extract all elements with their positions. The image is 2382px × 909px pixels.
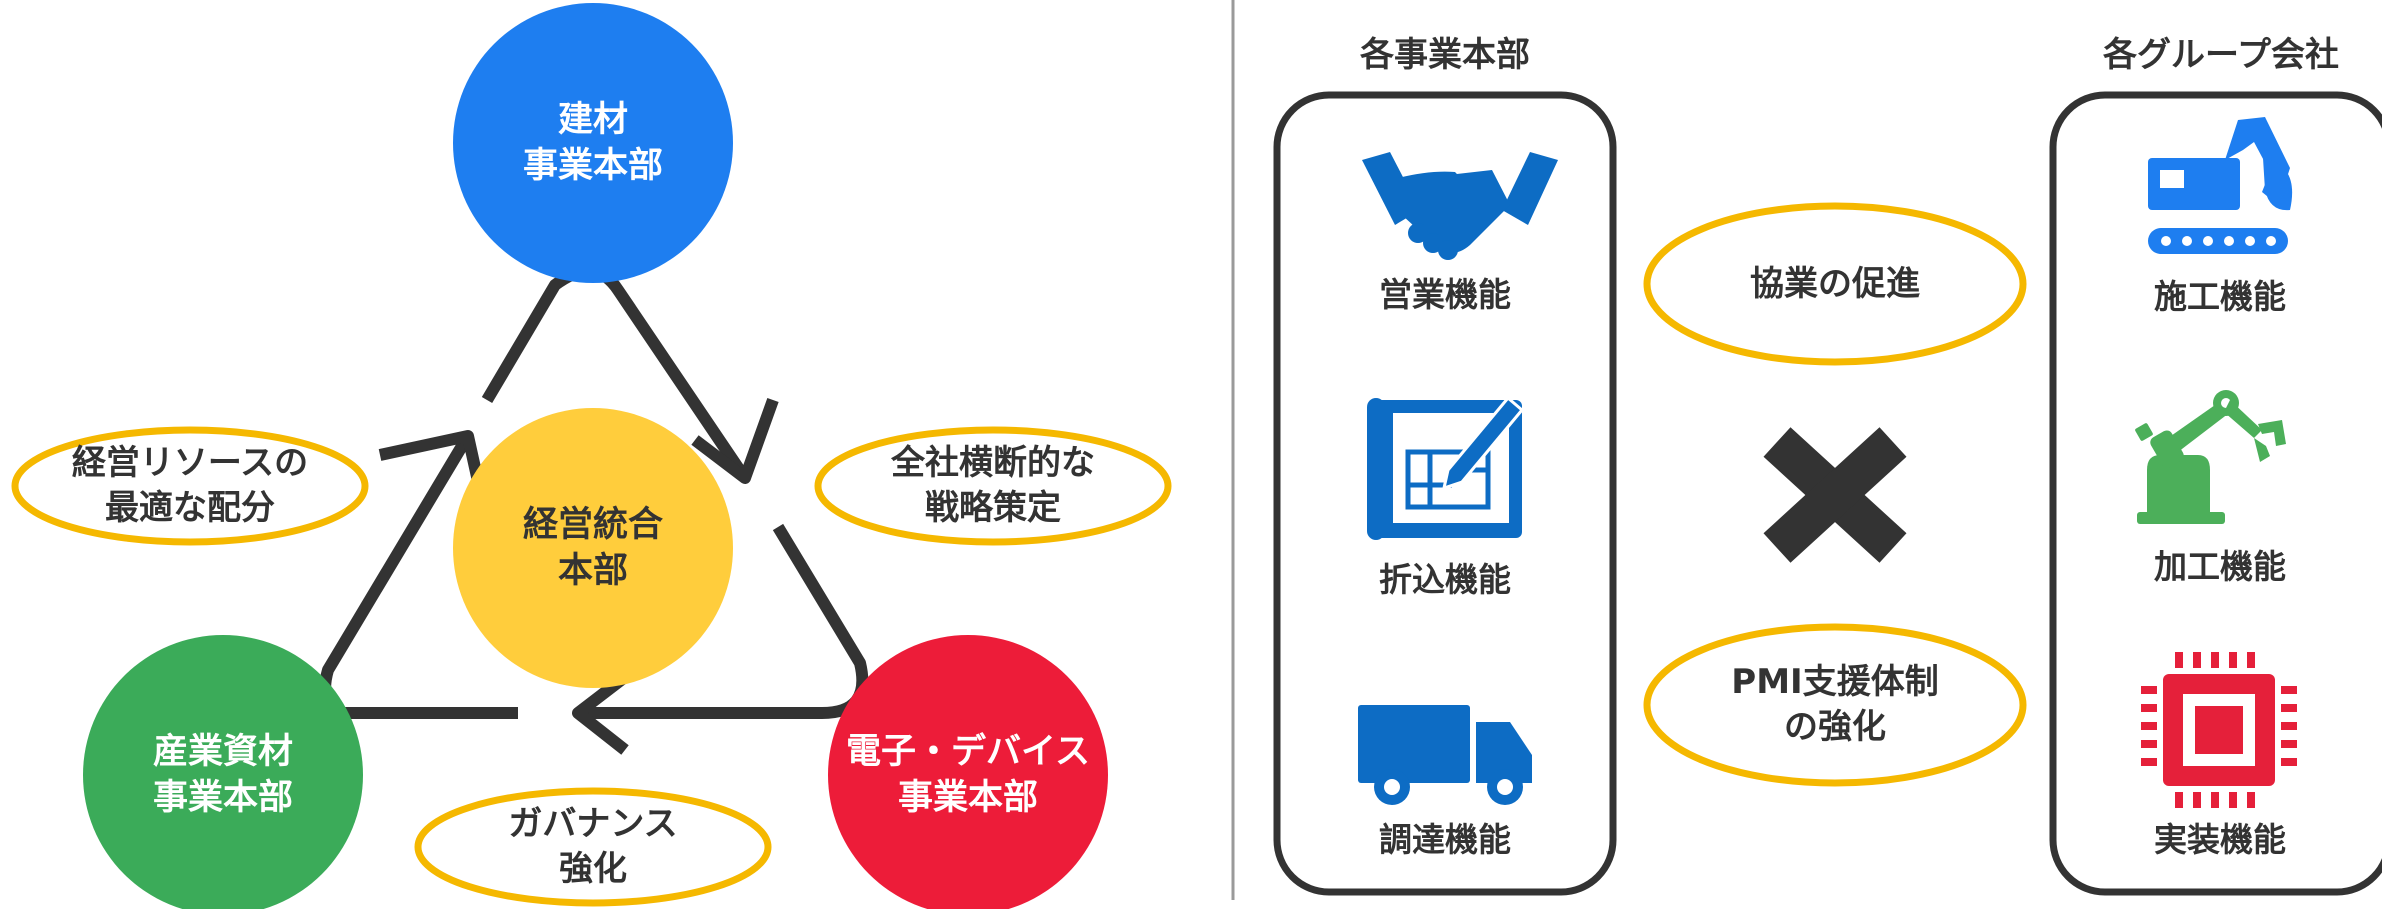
chip-icon (2141, 652, 2297, 808)
circle-top-label: 建材 事業本部 (522, 99, 663, 186)
oval-bottom-label: ガバナンス 強化 (508, 804, 678, 889)
column-box-right (2049, 91, 2382, 896)
oval-left (11, 426, 369, 546)
circle-top (453, 3, 733, 283)
function-label-construction: 施工機能 (2154, 277, 2286, 317)
function-label-sales: 営業機能 (1379, 275, 1511, 315)
arrowhead-top-right (691, 397, 779, 484)
function-label-inserts: 折込機能 (1379, 560, 1511, 600)
oval-left-label: 経営リソースの 最適な配分 (71, 443, 309, 528)
handshake-icon (1362, 152, 1558, 260)
oval-collaboration (1643, 202, 2027, 366)
function-label-procurement: 調達機能 (1379, 820, 1511, 860)
oval-right (814, 426, 1172, 546)
circle-bottom-left-label: 産業資材 事業本部 (152, 731, 293, 818)
oval-bottom (414, 787, 772, 907)
function-label-mounting: 実装機能 (2154, 820, 2286, 860)
circle-center-label: 経営統合 本部 (522, 504, 663, 591)
truck-icon (1358, 705, 1532, 805)
cross-icon (1763, 427, 1907, 563)
column-box-left (1273, 91, 1617, 896)
column-title-group-companies: 各グループ会社 (2103, 34, 2339, 75)
oval-pmi (1643, 623, 2027, 787)
oval-right-label: 全社横断的な 戦略策定 (891, 443, 1095, 528)
function-label-processing: 加工機能 (2154, 547, 2286, 587)
oval-collaboration-label: 協業の促進 (1750, 263, 1920, 304)
circle-bottom-right-label: 電子・デバイス 事業本部 (846, 731, 1090, 818)
oval-pmi-label: PMI支援体制 の強化 (1731, 662, 1939, 747)
robot-arm-icon (2135, 390, 2286, 524)
circle-center (453, 408, 733, 688)
blueprint-icon (1367, 395, 1525, 540)
circle-bottom-right (828, 635, 1108, 909)
excavator-icon (2148, 117, 2293, 254)
arrowhead-bottom (572, 672, 629, 755)
column-title-divisions: 各事業本部 (1360, 34, 1530, 75)
circle-bottom-left (83, 635, 363, 909)
